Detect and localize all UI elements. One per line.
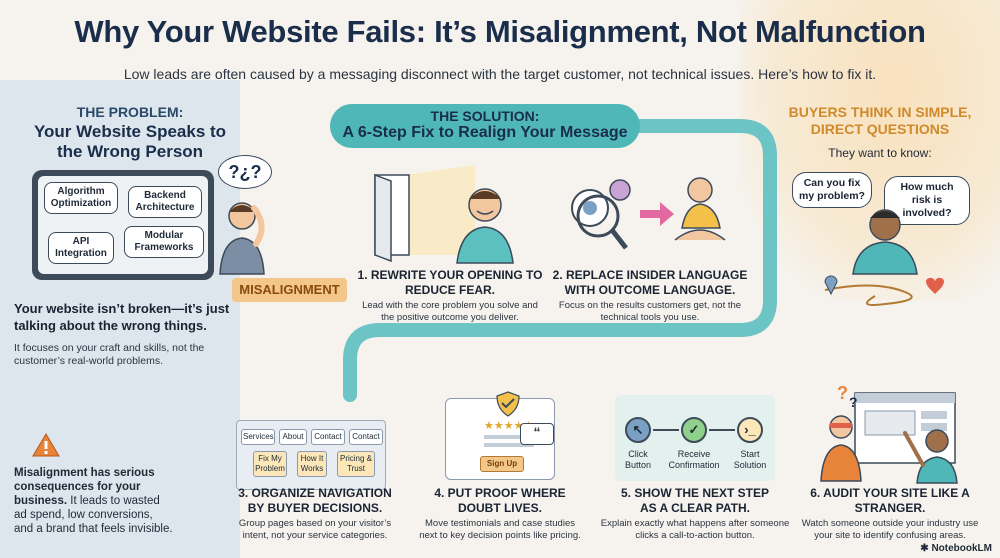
flow-arrow bbox=[653, 429, 679, 431]
nav-tab: Contact bbox=[311, 429, 345, 445]
step-1-desc: Lead with the core problem you solve and… bbox=[362, 300, 538, 323]
text-line bbox=[484, 443, 534, 447]
problem-background bbox=[0, 80, 240, 558]
step-4-desc: Move testimonials and case studies next … bbox=[419, 518, 581, 541]
question-fix-bubble: Can you fix my problem? bbox=[792, 172, 872, 208]
warning-icon bbox=[32, 433, 60, 457]
sign-up-button: Sign Up bbox=[480, 456, 524, 472]
solution-banner: THE SOLUTION: A 6-Step Fix to Realign Yo… bbox=[330, 104, 640, 148]
step-6-desc: Watch someone outside your industry use … bbox=[801, 518, 979, 541]
buyer-person-icon bbox=[824, 209, 944, 306]
flow-label: Start Solution bbox=[733, 449, 767, 470]
tablet-bubble: API Integration bbox=[48, 232, 114, 264]
terminal-icon: ›_ bbox=[737, 417, 763, 443]
brand-logo: ✱ NotebookLM bbox=[920, 543, 992, 554]
step-1-title: 1. REWRITE YOUR OPENING TO REDUCE FEAR. bbox=[357, 268, 543, 297]
nav-sub-item: How It Works bbox=[297, 451, 327, 477]
shield-check-icon bbox=[496, 391, 520, 417]
consequence-rest: It leads to wasted ad spend, low convers… bbox=[14, 495, 173, 535]
flow-label: Receive Confirmation bbox=[668, 449, 720, 470]
problem-kicker: THE PROBLEM: bbox=[76, 104, 184, 120]
consequence-bold: Misalignment has serious consequences fo… bbox=[14, 467, 155, 507]
text-line bbox=[484, 435, 540, 439]
quote-icon: “ bbox=[520, 423, 554, 445]
consequence-text: Misalignment has serious consequences fo… bbox=[14, 466, 174, 536]
check-icon: ✓ bbox=[681, 417, 707, 443]
page-subtitle: Low leads are often caused by a messagin… bbox=[123, 66, 877, 82]
nav-sub-item: Pricing & Trust bbox=[337, 451, 375, 477]
solution-kicker: THE SOLUTION: bbox=[430, 108, 540, 124]
nav-tab: About bbox=[279, 429, 307, 445]
gear-to-handshake-icon bbox=[571, 177, 726, 250]
solution-heading: A 6-Step Fix to Realign Your Message bbox=[342, 124, 628, 141]
tablet-bubble: Modular Frameworks bbox=[124, 226, 204, 258]
tablet-bubble: Backend Architecture bbox=[128, 186, 202, 218]
nav-mockup: Services About Contact Contact Fix My Pr… bbox=[236, 420, 386, 490]
step-3-desc: Group pages based on your visitor’s inte… bbox=[238, 518, 392, 541]
brand-name: NotebookLM bbox=[931, 543, 992, 554]
problem-heading: Your Website Speaks to the Wrong Person bbox=[33, 122, 227, 161]
svg-text:?: ? bbox=[837, 385, 848, 403]
tablet-illustration: Algorithm Optimization Backend Architect… bbox=[32, 170, 214, 280]
buyers-heading: BUYERS THINK IN SIMPLE, DIRECT QUESTIONS bbox=[788, 104, 972, 137]
step-6-title: 6. AUDIT YOUR SITE LIKE A STRANGER. bbox=[810, 486, 970, 515]
step-2-desc: Focus on the results customers get, not … bbox=[558, 300, 742, 323]
step-5-title: 5. SHOW THE NEXT STEP AS A CLEAR PATH. bbox=[620, 486, 770, 515]
tablet-bubble: Algorithm Optimization bbox=[44, 182, 118, 214]
open-door-icon bbox=[374, 165, 514, 264]
problem-statement: Your website isn’t broken—it’s just talk… bbox=[14, 301, 230, 333]
cursor-icon: ↖ bbox=[625, 417, 651, 443]
step-3-title: 3. ORGANIZE NAVIGATION BY BUYER DECISION… bbox=[238, 486, 392, 515]
misalignment-label: MISALIGNMENT bbox=[232, 278, 347, 302]
problem-detail: It focuses on your craft and skills, not… bbox=[14, 342, 205, 367]
step-2-title: 2. REPLACE INSIDER LANGUAGE WITH OUTCOME… bbox=[552, 268, 748, 297]
confused-person-icon bbox=[219, 202, 265, 275]
page-title: Why Your Website Fails: It’s Misalignmen… bbox=[74, 14, 926, 49]
buyers-want: They want to know: bbox=[828, 146, 932, 160]
flow-label: Click Button bbox=[624, 449, 652, 470]
nav-tab: Contact bbox=[349, 429, 383, 445]
nav-tab: Services bbox=[241, 429, 275, 445]
site-audit-icon: ? ? bbox=[820, 385, 958, 484]
step-5-desc: Explain exactly what happens after someo… bbox=[600, 518, 790, 541]
question-thought-bubble: ?¿? bbox=[218, 155, 272, 189]
step-4-title: 4. PUT PROOF WHERE DOUBT LIVES. bbox=[434, 486, 566, 515]
nav-sub-item: Fix My Problem bbox=[253, 451, 287, 477]
svg-text:?: ? bbox=[849, 394, 858, 410]
flow-mockup: ↖ ✓ ›_ Click Button Receive Confirmation… bbox=[615, 395, 775, 481]
flow-arrow bbox=[709, 429, 735, 431]
